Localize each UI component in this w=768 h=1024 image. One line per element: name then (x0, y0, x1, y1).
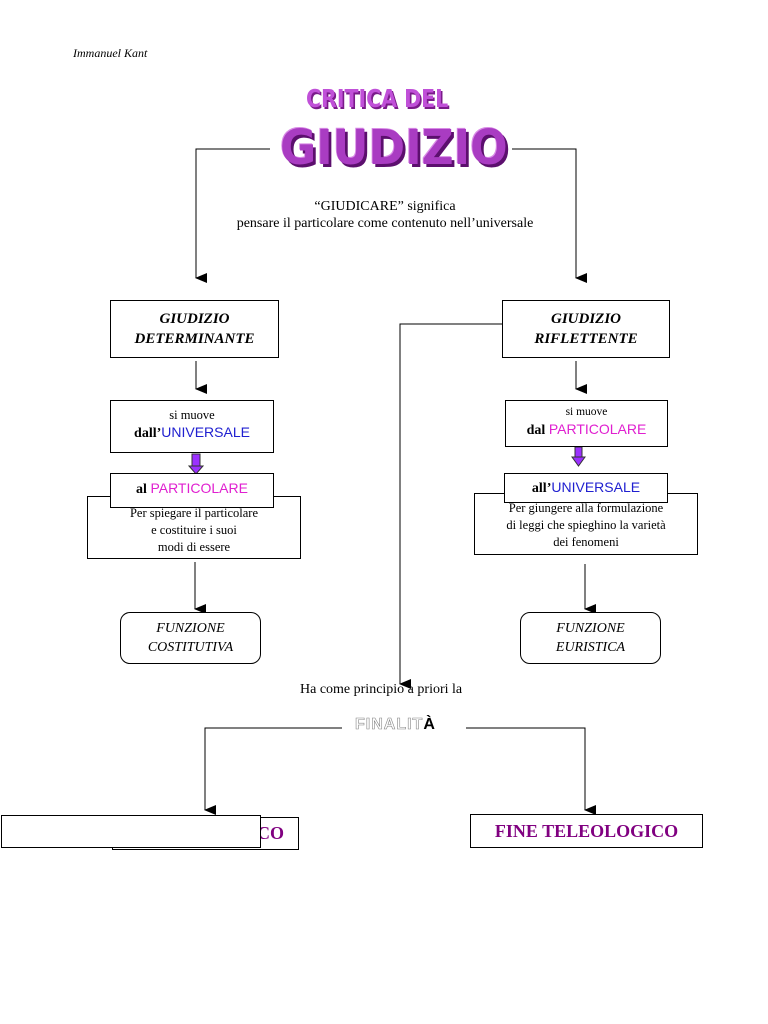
determinant-header-line-1: GIUDIZIO (159, 311, 230, 327)
purple-arrow-left (187, 453, 205, 475)
teleological-end-text: FINE TELEOLOGICO (494, 820, 679, 841)
right-move-box: si muove dal PARTICOLARE (505, 400, 668, 447)
euristic-function-line-1: FUNZIONE (556, 621, 625, 636)
finality-outlined-text: FINALIT (355, 716, 424, 734)
left-move-box: si muove dall’UNIVERSALE (110, 400, 274, 453)
definition-line-1: “GIUDICARE” significa (314, 199, 456, 214)
right-move-term: PARTICOLARE (548, 421, 647, 437)
teleological-end-box: FINE TELEOLOGICO (470, 814, 703, 848)
right-purpose-line-3: dei fenomeni (553, 535, 619, 549)
right-to-prefix: all’ (531, 481, 552, 496)
finality-bold-letter: À (423, 716, 436, 733)
reflective-judgment-box: GIUDIZIO RIFLETTENTE (502, 300, 670, 358)
left-purpose-line-3: modi di essere (157, 540, 231, 554)
right-to-box: all’UNIVERSALE (504, 473, 668, 503)
title-left-arrow (195, 148, 270, 283)
principle-text: Ha come principio a priori la (300, 682, 463, 697)
left-end-overlay-box (1, 815, 261, 848)
constitutive-function-line-2: COSTITUTIVA (147, 640, 234, 655)
left-end-visible-text: CO (257, 823, 284, 843)
left-purpose-line-2: e costituire i suoi (151, 523, 237, 537)
title-line-2: GIUDIZIO (280, 120, 508, 176)
euristic-function-box: FUNZIONE EURISTICA (520, 612, 661, 664)
definition-line-2: pensare il particolare come contenuto ne… (236, 216, 534, 231)
finality-right-arrow (466, 727, 596, 815)
right-move-prefix: dal (526, 423, 549, 438)
reflective-header-line-2: RIFLETTENTE (534, 331, 638, 347)
title-line-1: CRITICA DEL (306, 84, 449, 113)
constitutive-function-line-1: FUNZIONE (156, 621, 225, 636)
purple-arrow-right (571, 446, 586, 467)
left-move-prefix: dall’ (134, 426, 162, 441)
left-to-term: PARTICOLARE (150, 480, 248, 496)
left-to-box: al PARTICOLARE (110, 473, 274, 508)
determinant-header-line-2: DETERMINANTE (134, 331, 255, 347)
right-purpose-line-2: di leggi che spieghino la varietà (506, 518, 666, 532)
left-move-line-1: si muove (169, 408, 215, 422)
finality-label: FINALITÀ (355, 716, 436, 734)
constitutive-function-box: FUNZIONE COSTITUTIVA (120, 612, 261, 664)
finality-left-arrow (204, 727, 342, 815)
left-move-term: UNIVERSALE (161, 424, 250, 440)
definition: “GIUDICARE” significa pensare il partico… (200, 198, 570, 232)
author-name: Immanuel Kant (73, 46, 148, 60)
right-purpose-line-1: Per giungere alla formulazione (508, 501, 664, 515)
reflective-to-principle-arrow (399, 323, 502, 689)
left-to-prefix: al (136, 482, 151, 497)
left-purpose-line-1: Per spiegare il particolare (129, 506, 259, 520)
determinant-judgment-box: GIUDIZIO DETERMINANTE (110, 300, 279, 358)
right-move-line-1: si muove (565, 406, 608, 418)
right-to-term: UNIVERSALE (551, 479, 641, 495)
euristic-function-line-2: EURISTICA (555, 640, 626, 655)
reflective-header-line-1: GIUDIZIO (550, 311, 621, 327)
title-right-arrow (512, 148, 587, 283)
